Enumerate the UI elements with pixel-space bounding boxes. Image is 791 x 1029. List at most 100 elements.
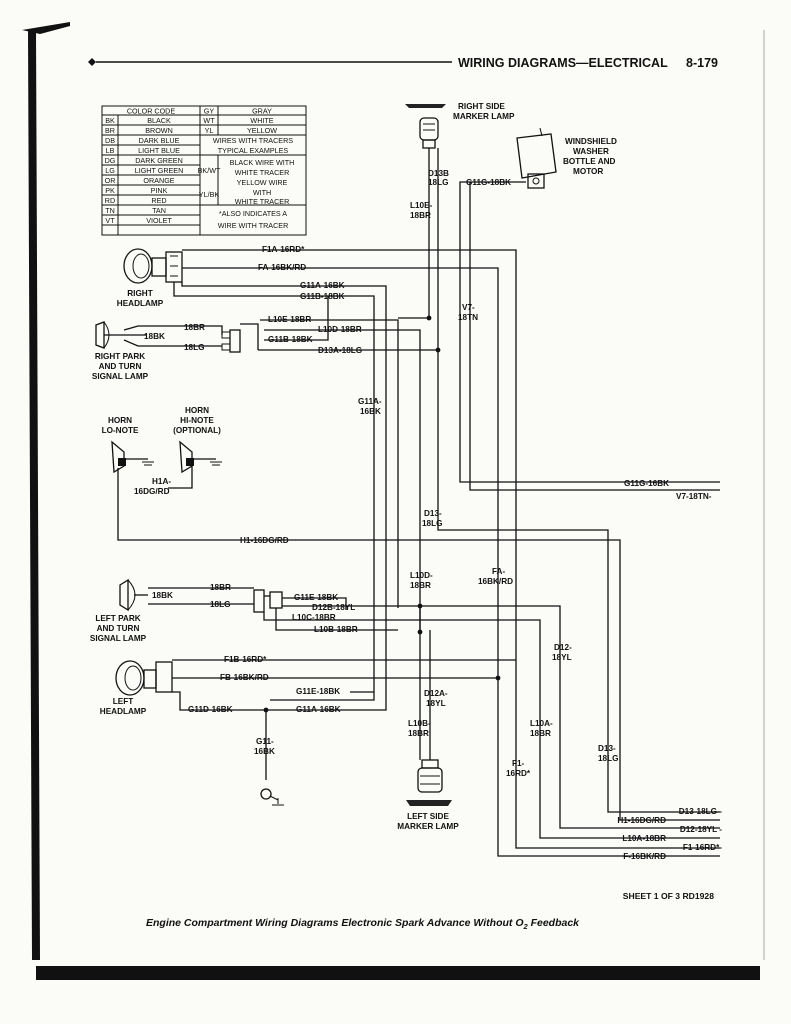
wire-label: 18BR [184,323,205,332]
wire-label: FB-16BK/RD [220,673,269,682]
wire-label: 18BR [408,729,429,738]
wire-label: L10A- [530,719,553,728]
tracer-note: WIRES WITH TRACERS [213,136,293,145]
wire-label: D13A-18LG [318,346,362,355]
wire-label: 18BR [530,729,551,738]
sheet-number: SHEET 1 OF 3 RD1928 [623,891,714,901]
wire-label: 18BR [410,581,431,590]
wire-label: F1-16RD*- [683,843,722,852]
horn-hi-label: (OPTIONAL) [173,426,221,435]
wire-label: 18TN [458,313,478,322]
wire-label: D12B-18YL [312,603,355,612]
wire-label: 18BR [210,583,231,592]
right-headlamp-label: RIGHT [127,289,152,298]
wire-label: G11- [256,737,274,746]
wire-label: L10C-18BR [292,613,336,622]
header-title: WIRING DIAGRAMS—ELECTRICAL [458,56,668,70]
tracer-example-desc: WHITE TRACER [235,168,290,177]
wire-label: G11B-18BK [268,335,313,344]
wire-label: 18LG [422,519,442,528]
cc-code: RD [105,196,115,205]
wire-label: D13-18LG - [679,807,722,816]
wire-label: V7- [462,303,475,312]
wire-label: 16DG/RD [134,487,170,496]
wire-label: 18LG [184,343,204,352]
wire-label: L10D-18BR [318,325,362,334]
wire-label: G11A-16BK [296,705,341,714]
wire-label: 18LG [428,178,448,187]
wire-label: 16BK [360,407,381,416]
right-park-label: SIGNAL LAMP [92,372,149,381]
right-side-marker-label: RIGHT SIDE [458,102,505,111]
wire-label: 18LG [210,600,230,609]
wire-label: 18LG [598,754,618,763]
tracer-example-desc: WHITE TRACER [235,197,290,206]
header-diamond-icon [88,58,96,66]
windshield-washer-motor [516,127,557,189]
right-headlamp [123,248,183,284]
left-headlamp [115,660,173,696]
wire-label: F-16BK/RD [623,852,666,861]
right-side-marker-lamp [405,104,446,149]
cc-code: BK [105,116,115,125]
cc-name: LIGHT GREEN [135,166,184,175]
color-code-title: COLOR CODE [127,107,176,116]
also-note: *ALSO INDICATES A [219,209,287,218]
wire-label: L10A-18BR [622,834,666,843]
wire-label: G11B-18BK [300,292,345,301]
horn-hi-note [179,440,222,474]
wire-label: 16BK [254,747,275,756]
wire-label: G11A-16BK [300,281,345,290]
wire-label: 18YL [426,699,446,708]
tracer-note: TYPICAL EXAMPLES [218,146,289,155]
left-side-marker-lamp [406,759,452,806]
wire-label: L10E-18BR [268,315,311,324]
cc-name: LIGHT BLUE [138,146,180,155]
cc-name: GRAY [252,107,272,116]
wire-label: H1-16DG/RD [617,816,666,825]
cc-name: DARK GREEN [135,156,183,165]
wire-label: D13B [428,169,449,178]
wire-label: G11E-18BK [294,593,338,602]
washer-label: WINDSHIELD [565,137,617,146]
wire-label: D12-18YL - [680,825,722,834]
wire-label: D13- [424,509,442,518]
wire-label: G11G-18BK [466,178,511,187]
right-side-marker-label: MARKER LAMP [453,112,515,121]
washer-label: MOTOR [573,167,603,176]
wire-label: V7-18TN- [676,492,712,501]
corner-mark [22,22,70,34]
wire-label: G11G-16BK [624,479,669,488]
wire-label: G11E-18BK [296,687,340,696]
right-headlamp-label: HEADLAMP [117,299,164,308]
wire-label: L10D- [410,571,433,580]
wire-network [117,148,720,857]
cc-code: DG [105,156,116,165]
left-park-label: AND TURN [97,624,140,633]
cc-name: TAN [152,206,166,215]
wire-label: 18YL [552,653,572,662]
cc-code: PK [105,186,115,195]
wire-label: H1A- [152,477,171,486]
wire-label: D12A- [424,689,448,698]
cc-code: GY [204,107,215,116]
tracer-example-desc: BLACK WIRE WITH [230,158,295,167]
left-side-marker-label: MARKER LAMP [397,822,459,831]
washer-label: WASHER [573,147,609,156]
horn-lo-label: LO-NOTE [102,426,139,435]
cc-code: YL [205,126,214,135]
binding-shadow-bottom [36,966,760,980]
wire-label: G11D-16BK [188,705,233,714]
wire-label: L10B- [408,719,431,728]
tracer-example-desc: YELLOW WIRE [237,178,288,187]
tracer-example-code: YL/BK [199,190,220,199]
cc-code: OR [105,176,116,185]
cc-code: LG [105,166,115,175]
figure-caption: Engine Compartment Wiring Diagrams Elect… [146,917,580,931]
page-number: 8-179 [686,56,718,70]
tracer-example-code: BK/WT [198,166,221,175]
wire-label: 18BK [144,332,165,341]
wire-label: 18BR [410,211,431,220]
